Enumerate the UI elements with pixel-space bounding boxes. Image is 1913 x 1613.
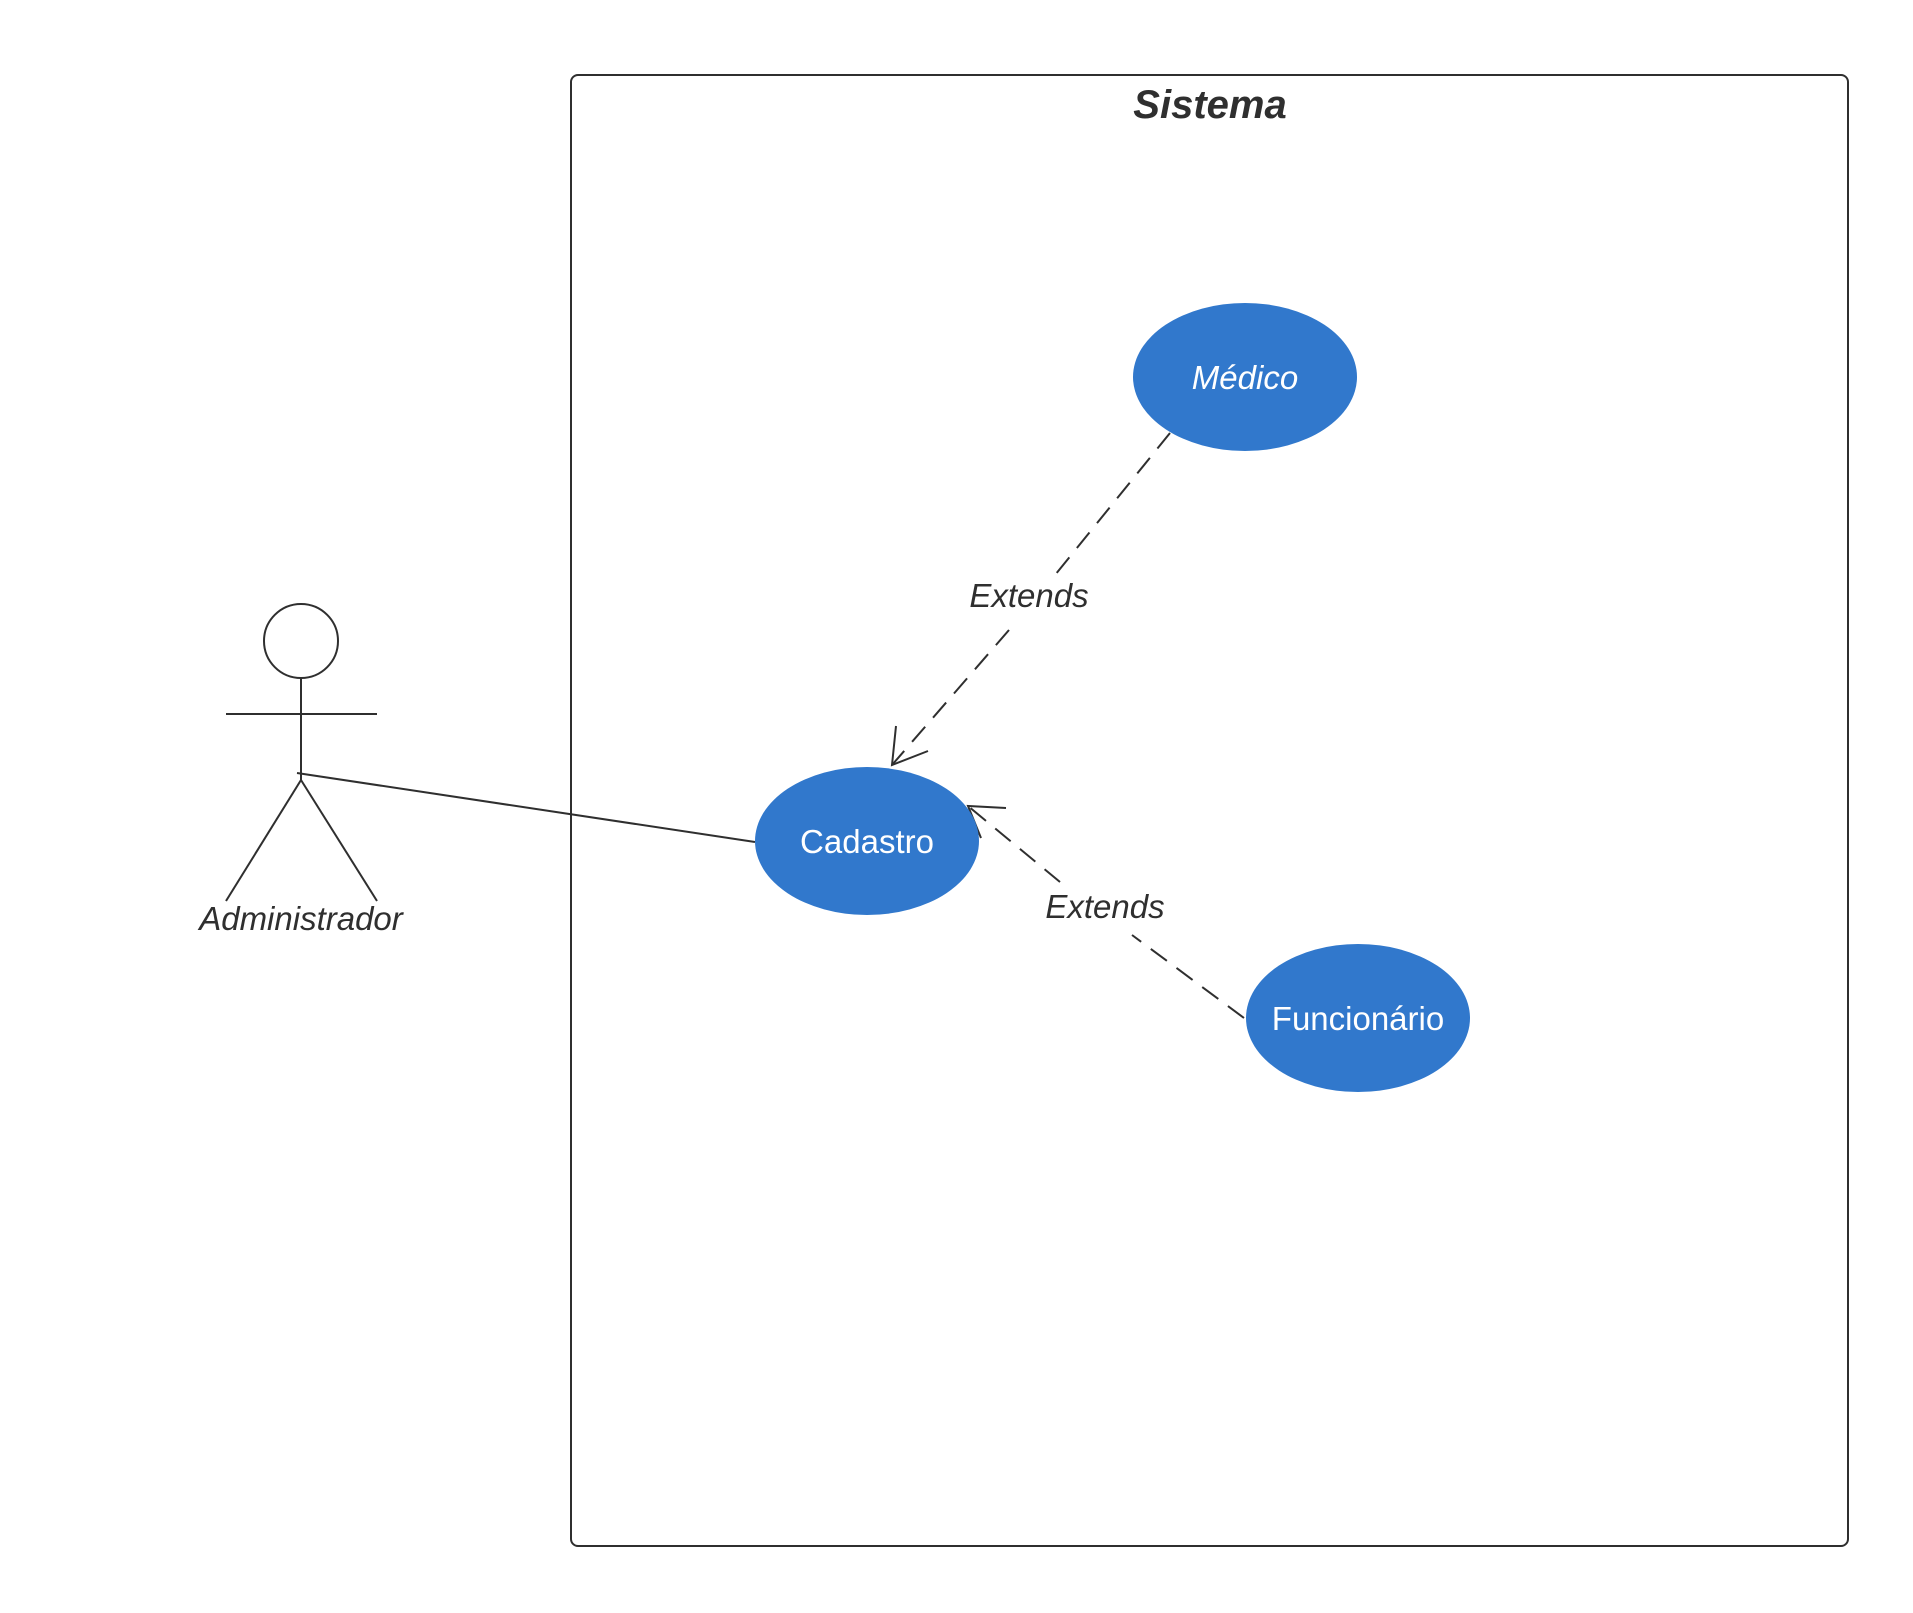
actor-right-leg: [300, 779, 378, 902]
actor-left-leg: [225, 779, 302, 902]
extend-label-funcionario: Extends: [1045, 888, 1164, 925]
system-boundary[interactable]: Sistema: [570, 74, 1849, 1547]
stick-figure-icon: [225, 603, 378, 902]
use-case-label: Cadastro: [800, 823, 934, 860]
extend-relation-medico[interactable]: Extends: [890, 432, 1171, 767]
use-case-ellipse: [1246, 944, 1470, 1092]
use-case-ellipse: [1133, 303, 1357, 451]
use-case-medico[interactable]: Médico: [1133, 303, 1357, 451]
use-case-ellipse: [755, 767, 979, 915]
extend-line-lower: [1131, 934, 1245, 1019]
use-case-cadastro[interactable]: Cadastro: [755, 767, 979, 915]
extend-label-medico: Extends: [969, 577, 1088, 614]
actor-label: Administrador: [197, 900, 405, 937]
open-arrowhead-icon: [890, 725, 929, 767]
association-line[interactable]: [296, 772, 756, 843]
actor-head: [263, 603, 339, 679]
use-case-funcionario[interactable]: Funcionário: [1246, 944, 1470, 1092]
extend-line-upper: [967, 805, 1061, 883]
actor-administrador[interactable]: Administrador: [197, 603, 405, 937]
use-case-label: Médico: [1192, 359, 1298, 396]
extend-relation-funcionario[interactable]: Extends: [966, 804, 1245, 1019]
system-boundary-frame: [570, 74, 1849, 1547]
system-title: Sistema: [1133, 83, 1286, 127]
use-case-label: Funcionário: [1272, 1000, 1444, 1037]
